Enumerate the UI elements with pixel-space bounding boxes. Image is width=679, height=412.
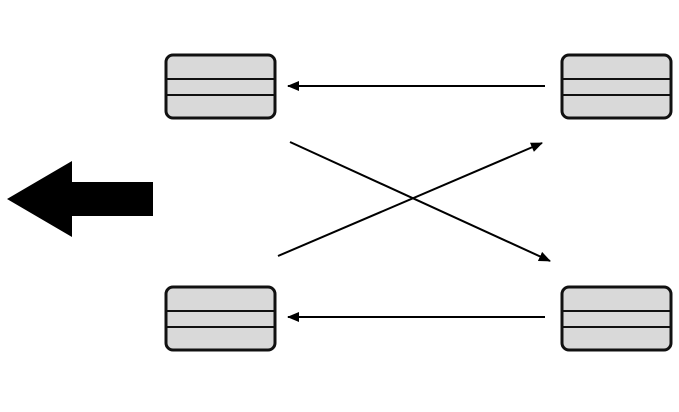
node-top-left — [164, 53, 277, 120]
edges-group — [277, 81, 551, 322]
left-arrow-icon — [7, 161, 153, 237]
node-bottom-right — [560, 285, 673, 352]
edge-bottom-left-to-top-right — [277, 142, 543, 257]
node-bottom-left — [164, 285, 277, 352]
nodes-group — [164, 53, 673, 352]
node-top-right — [560, 53, 673, 120]
edge-top-left-to-bottom-right — [289, 141, 551, 262]
